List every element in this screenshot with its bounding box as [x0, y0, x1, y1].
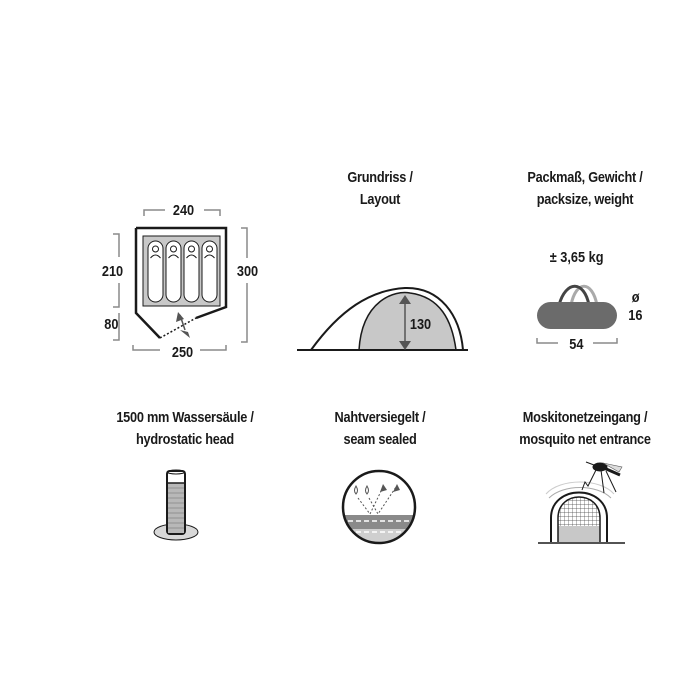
diameter-symbol: ø	[631, 289, 640, 306]
seam-title-line2: seam sealed	[343, 431, 417, 448]
hydrostatic-title-line1: 1500 mm Wassersäule /	[116, 409, 254, 426]
inner-depth-label: 210	[101, 263, 124, 280]
height-label: 130	[409, 316, 432, 333]
packsize-title: Packmaß, Gewicht / packsize, weight	[513, 167, 658, 211]
packsize-title-line2: packsize, weight	[536, 191, 634, 208]
mosquito-title: Moskitonetzeingang / mosquito net entran…	[513, 407, 658, 451]
mosquito-title-line1: Moskitonetzeingang /	[522, 409, 648, 426]
width-bottom-label: 250	[171, 344, 194, 361]
total-depth-label: 300	[236, 263, 259, 280]
hydrostatic-title: 1500 mm Wassersäule / hydrostatic head	[109, 407, 262, 451]
layout-title-line2: Layout	[359, 191, 401, 208]
length-label: 54	[569, 336, 584, 353]
vestibule-depth-label: 80	[104, 316, 119, 333]
seam-title-line1: Nahtversiegelt /	[334, 409, 426, 426]
width-top-label: 240	[172, 202, 195, 219]
packsize-title-line1: Packmaß, Gewicht /	[527, 169, 643, 186]
diameter-label: 16	[628, 307, 643, 324]
layout-title: Grundriss / Layout	[312, 167, 448, 211]
hydrostatic-title-line2: hydrostatic head	[136, 431, 234, 448]
layout-title-line1: Grundriss /	[347, 169, 413, 186]
mosquito-title-line2: mosquito net entrance	[519, 431, 651, 448]
seam-title: Nahtversiegelt / seam sealed	[312, 407, 448, 451]
weight-label: ± 3,65 kg	[549, 249, 604, 266]
